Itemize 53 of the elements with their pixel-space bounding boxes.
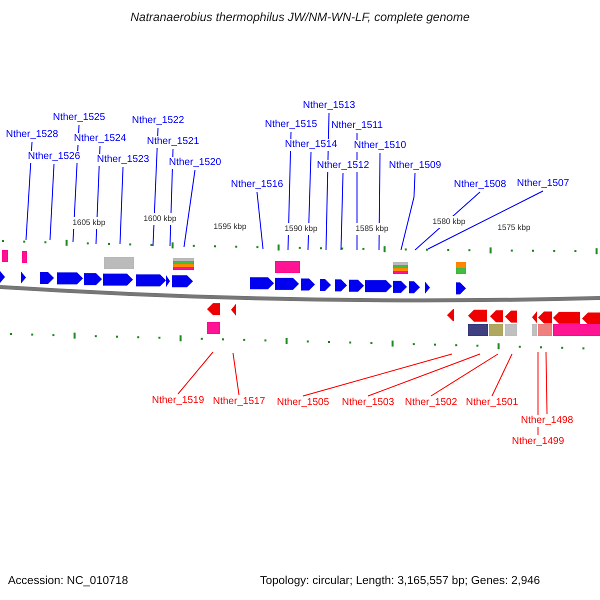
leader-line	[120, 166, 124, 244]
gene-label: Nther_1507	[516, 178, 570, 190]
leader-line	[430, 354, 498, 396]
leader-line	[184, 170, 196, 248]
leader-line	[308, 152, 312, 250]
leader-line	[428, 190, 544, 250]
gene-label: Nther_1508	[454, 179, 506, 191]
leader-line	[492, 354, 512, 396]
leader-line	[178, 352, 214, 394]
gene-label: Nther_1498	[520, 415, 574, 427]
gene-label: Nther_1514	[284, 139, 338, 151]
scale-label: 1595 kbp	[214, 221, 246, 233]
leader-line	[400, 172, 416, 250]
gene-label: Nther_1502	[404, 397, 458, 409]
gene-label: Nther_1524	[74, 133, 126, 145]
gene-label: Nther_1499	[512, 436, 564, 448]
gene-label: Nther_1526	[28, 151, 80, 163]
gene-label: Nther_1512	[316, 160, 370, 172]
gene-label: Nther_1513	[302, 100, 356, 112]
gene-label: Nther_1509	[388, 160, 442, 172]
topology-text: Topology: circular; Length: 3,165,557 bp; Genes: 2,946	[260, 575, 540, 587]
leader-line	[368, 354, 480, 396]
scale-label: 1590 kbp	[284, 223, 318, 235]
accession-text: Accession: NC_010718	[8, 575, 128, 587]
gene-label: Nther_1523	[96, 154, 150, 166]
scale-label: 1575 kbp	[498, 222, 530, 234]
gene-label: Nther_1522	[132, 115, 184, 127]
gene-label: Nther_1501	[466, 397, 518, 409]
leader-line	[546, 352, 548, 414]
gene-label: Nther_1515	[264, 119, 318, 131]
gene-label: Nther_1505	[276, 397, 330, 409]
leader-line	[26, 142, 32, 240]
leader-line	[256, 192, 264, 250]
gene-label: Nther_1510	[354, 140, 406, 152]
gene-label: Nther_1519	[152, 395, 204, 407]
leader-line	[340, 172, 344, 250]
gene-label: Nther_1517	[212, 396, 266, 408]
leader-line	[232, 352, 240, 396]
gene-label: Nther_1511	[331, 120, 383, 132]
genome-title: Natranaerobius thermophilus JW/NM-WN-LF, complete genome	[130, 11, 470, 23]
scale-label: 1580 kbp	[432, 216, 466, 228]
scale-label: 1585 kbp	[356, 223, 388, 235]
scale-label: 1600 kbp	[144, 213, 176, 225]
scale-label: 1605 kbp	[72, 217, 106, 229]
gene-label: Nther_1525	[52, 112, 106, 124]
gene-label: Nther_1528	[6, 129, 58, 141]
gene-label: Nther_1521	[146, 136, 200, 148]
leader-line	[378, 152, 380, 250]
gene-label: Nther_1520	[168, 157, 222, 169]
gene-label: Nther_1516	[230, 179, 284, 191]
leader-line	[302, 354, 452, 396]
gene-label: Nther_1503	[342, 397, 394, 409]
leader-line	[50, 164, 54, 240]
